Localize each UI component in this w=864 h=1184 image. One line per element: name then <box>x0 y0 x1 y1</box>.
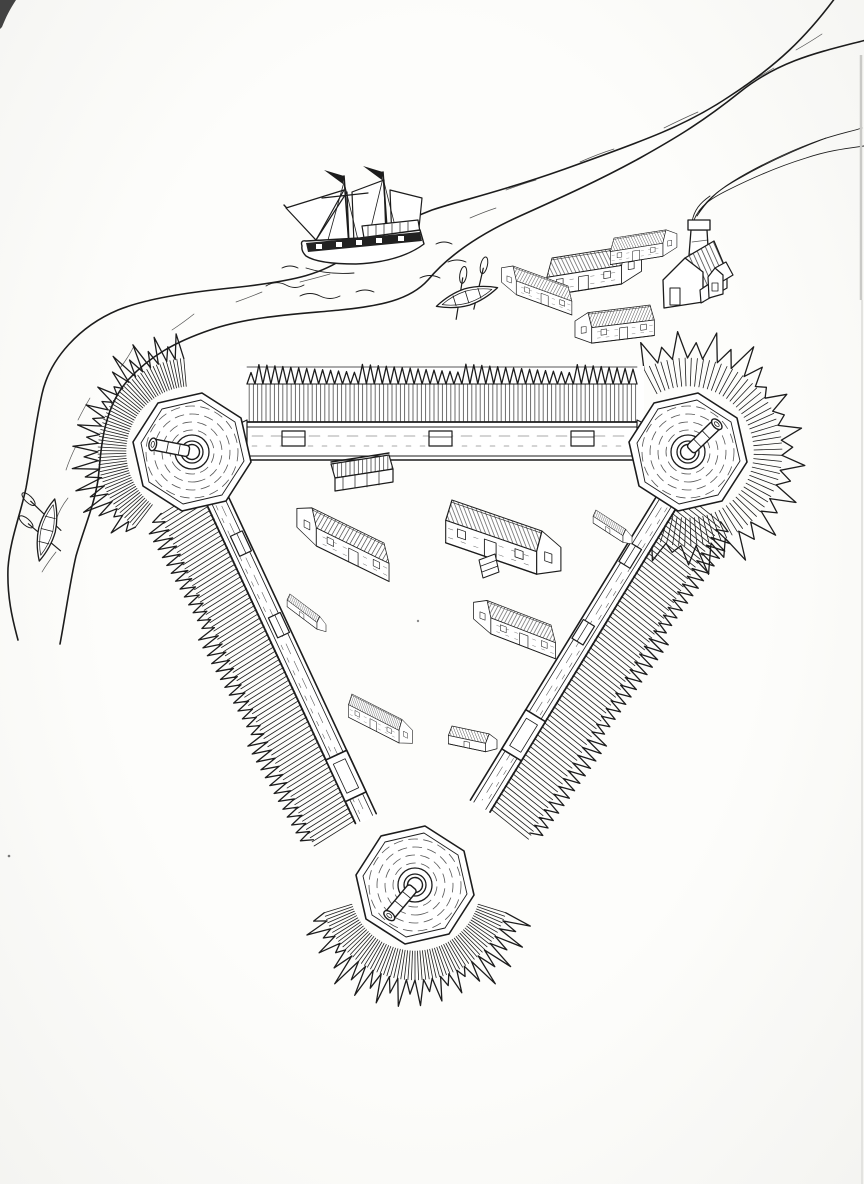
stake-tips <box>529 521 731 837</box>
walkway-step <box>281 430 306 447</box>
shed-west <box>286 591 327 637</box>
ink-speck <box>7 854 11 858</box>
village-house <box>574 303 655 346</box>
pennant-flag <box>324 170 344 184</box>
shed-small-south <box>447 724 498 755</box>
east-curtain-wall <box>469 481 731 840</box>
plank-shed-north <box>330 452 394 492</box>
bastion-fraise-south <box>306 903 531 1007</box>
large-house-west <box>296 499 390 583</box>
walkway-step <box>571 618 596 646</box>
bastion-south <box>355 825 475 945</box>
village <box>500 219 734 346</box>
east-gate <box>500 708 547 762</box>
stake-tips <box>148 512 315 842</box>
water-waves <box>265 241 467 299</box>
jib-sail <box>285 189 345 241</box>
picket-points <box>246 363 638 385</box>
quarterdeck-rail <box>367 221 409 237</box>
north-curtain-wall <box>225 363 659 475</box>
river-current-lines <box>41 33 823 573</box>
river <box>7 0 864 645</box>
hull-gunport-band <box>306 232 422 252</box>
picket-band <box>247 384 637 422</box>
walkway-step <box>267 611 291 639</box>
bastion-northeast <box>628 392 748 512</box>
barracks-center <box>444 497 562 584</box>
porch-steps <box>478 553 500 579</box>
west-gate <box>325 749 367 803</box>
village-house <box>609 227 678 265</box>
house-center-east <box>473 594 557 660</box>
bastion-northwest <box>132 392 252 512</box>
walkway-step <box>570 430 595 447</box>
bastion-fraise-northwest <box>71 333 187 534</box>
corner-smudge <box>0 0 16 29</box>
foremast <box>343 175 350 247</box>
forge-with-chimney <box>662 219 734 309</box>
west-curtain-wall <box>148 479 378 847</box>
fort <box>71 330 806 1007</box>
ink-speck <box>416 619 420 623</box>
sailing-ship <box>265 166 467 299</box>
house-south <box>348 691 413 751</box>
walkway-step <box>618 542 643 569</box>
walkway-step <box>428 430 453 447</box>
fort-interior-buildings <box>286 452 633 755</box>
bastion-fraise-northeast <box>637 330 806 575</box>
shed-east <box>592 507 633 549</box>
walkway-step <box>229 530 253 557</box>
stake-fraise <box>490 493 723 840</box>
canoe-beached <box>426 255 504 326</box>
gunports <box>316 236 404 249</box>
chimney-smoke <box>691 127 864 223</box>
pennant-flag <box>363 166 383 180</box>
